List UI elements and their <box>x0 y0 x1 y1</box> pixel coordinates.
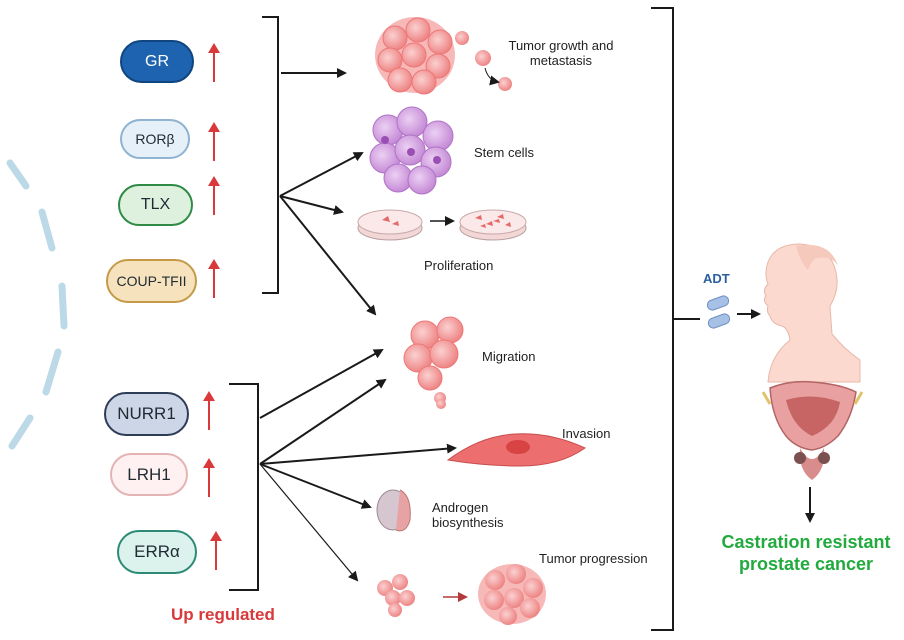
stem-cells-icon <box>369 106 454 195</box>
arrows-bottom <box>259 349 457 582</box>
up-arrow-icon <box>203 391 215 430</box>
receptor-nurr1: NURR1 <box>104 392 189 436</box>
migration-cells-icon <box>403 316 464 409</box>
cell-membrane <box>6 159 68 450</box>
tumor-cluster-icon <box>375 17 512 95</box>
receptor-tlx: TLX <box>118 184 193 226</box>
receptor-label: ERRα <box>134 542 180 561</box>
up-arrow-icon <box>210 531 222 570</box>
arrows-top <box>279 68 377 316</box>
up-arrow-icon <box>208 43 220 82</box>
receptor-erralpha: ERRα <box>117 530 197 574</box>
patient-icon <box>763 243 861 383</box>
receptor-label: TLX <box>140 196 171 213</box>
tumor-progression-icon <box>377 564 546 625</box>
label-tumor-growth: Tumor growth and metastasis <box>508 38 614 68</box>
up-arrow-icon <box>208 259 220 298</box>
bracket-top <box>262 16 279 294</box>
up-arrow-icon <box>208 122 220 161</box>
label-crpc: Castration resistant prostate cancer <box>721 532 891 574</box>
receptor-label: GR <box>145 52 169 70</box>
label-stem-cells: Stem cells <box>474 145 534 160</box>
up-arrow-icon <box>208 176 220 215</box>
receptor-lrh1: LRH1 <box>110 453 188 496</box>
invasion-cell-icon <box>446 433 586 467</box>
pill-icon <box>706 295 761 329</box>
bracket-bottom <box>229 383 259 591</box>
receptor-coup-tfii: COUP-TFII <box>106 259 197 303</box>
legend-up-regulated: Up regulated <box>171 605 275 624</box>
prostate-icon <box>761 380 864 523</box>
up-arrow-icon <box>203 458 215 497</box>
adrenal-gland-icon <box>376 489 411 532</box>
petri-dish-icon <box>357 209 527 241</box>
receptor-label: RORβ <box>135 131 175 147</box>
label-migration: Migration <box>482 349 536 364</box>
bracket-right <box>651 7 700 631</box>
receptor-label: LRH1 <box>127 464 171 484</box>
label-adt: ADT <box>703 271 730 286</box>
label-invasion: Invasion <box>562 426 611 441</box>
label-tumor-progression: Tumor progression <box>539 551 648 566</box>
receptor-ror-beta: RORβ <box>120 119 190 159</box>
receptor-label: NURR1 <box>117 404 176 423</box>
receptor-gr: GR <box>120 40 194 83</box>
label-proliferation: Proliferation <box>424 258 494 273</box>
receptor-label: COUP-TFII <box>116 273 187 289</box>
label-androgen-biosynthesis: Androgen biosynthesis <box>432 500 504 530</box>
